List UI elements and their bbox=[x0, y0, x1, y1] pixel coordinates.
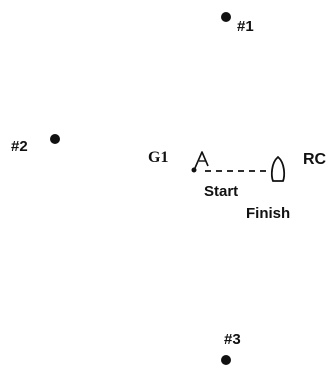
mark-3-label: #3 bbox=[224, 331, 241, 348]
mark-2: #2 bbox=[11, 134, 60, 155]
mark-1-buoy bbox=[221, 12, 231, 22]
committee-boat-icon bbox=[270, 155, 286, 182]
mark-2-buoy bbox=[50, 134, 60, 144]
start-label: Start bbox=[204, 183, 238, 200]
mark-1: #1 bbox=[221, 12, 254, 35]
pin-end-buoy bbox=[191, 167, 197, 173]
mark-3-buoy bbox=[221, 355, 231, 365]
mark-3: #3 bbox=[221, 331, 241, 365]
pin-flag-icon bbox=[194, 151, 209, 169]
finish-label: Finish bbox=[246, 205, 290, 222]
mark-1-label: #1 bbox=[237, 18, 254, 35]
committee-boat-label: RC bbox=[303, 151, 327, 168]
start-finish-line: G1 RC Start Finish bbox=[148, 149, 327, 222]
pin-end-label: G1 bbox=[148, 149, 168, 166]
mark-2-label: #2 bbox=[11, 138, 28, 155]
